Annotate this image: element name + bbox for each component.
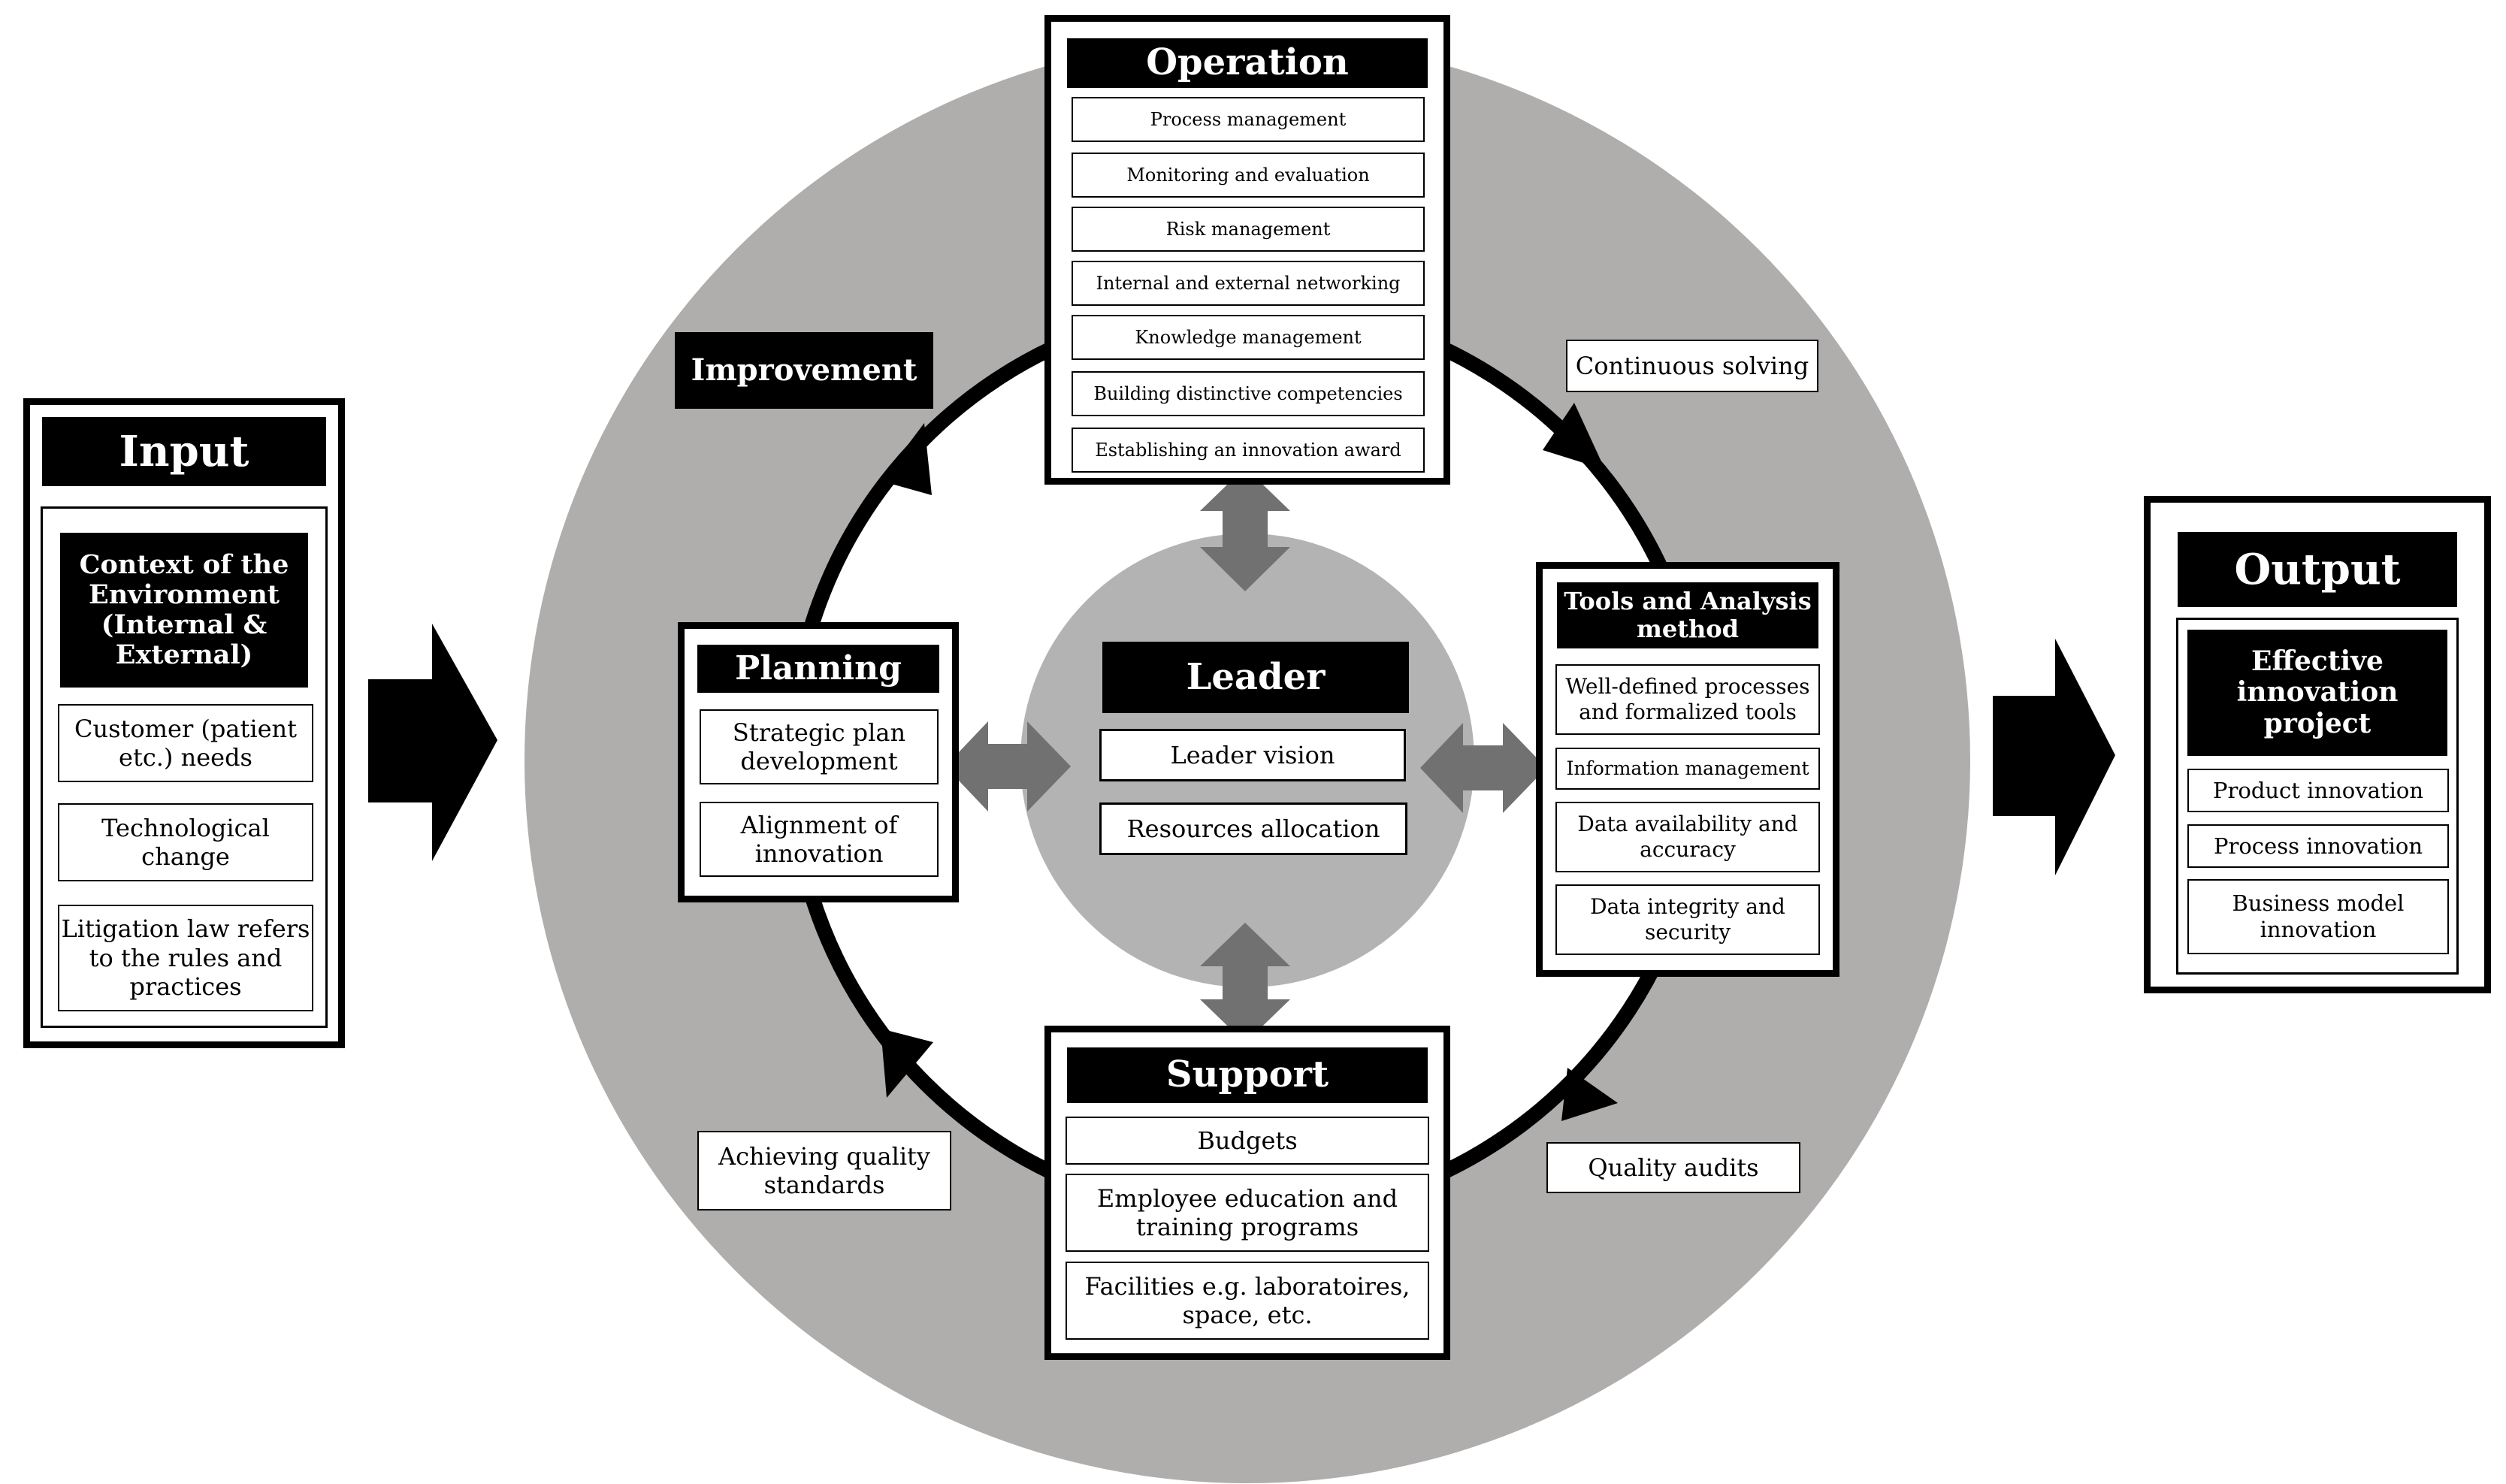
output-header: Effective innovation project (2187, 630, 2447, 756)
operation-item-innovation-award: Establishing an innovation award (1072, 428, 1425, 473)
double-arrow-left (945, 721, 1071, 812)
double-arrow-top (1200, 467, 1290, 591)
support-item-facilities: Facilities e.g. laboratoires, space, etc… (1066, 1262, 1429, 1340)
improvement-label: Improvement (675, 332, 933, 409)
support-panel: Support Budgets Employee education and t… (1044, 1026, 1450, 1360)
operation-item-networking: Internal and external networking (1072, 261, 1425, 306)
output-item-process-innovation: Process innovation (2187, 824, 2449, 868)
planning-panel: Planning Strategic plan development Alig… (678, 622, 959, 902)
planning-title: Planning (697, 645, 939, 693)
output-item-business-model: Business model innovation (2187, 879, 2449, 954)
cycle-arrowhead-bottom-right (1561, 1068, 1618, 1121)
leader-item-resources: Resources allocation (1099, 802, 1407, 855)
support-title: Support (1067, 1047, 1428, 1103)
output-flow-arrow (1993, 639, 2115, 875)
planning-item-alignment: Alignment of innovation (700, 802, 939, 877)
operation-item-monitoring: Monitoring and evaluation (1072, 153, 1425, 198)
leader-title: Leader (1102, 642, 1409, 713)
cycle-arrowhead-bottom-left (881, 1029, 933, 1098)
tools-panel: Tools and Analysis method Well-defined p… (1536, 562, 1839, 977)
output-panel: Output Effective innovation project Prod… (2144, 496, 2491, 993)
input-item-technological-change: Technological change (58, 803, 313, 881)
tools-item-well-defined-processes: Well-defined processes and formalized to… (1555, 664, 1820, 735)
planning-item-strategic-plan: Strategic plan development (700, 709, 939, 784)
operation-title: Operation (1067, 38, 1428, 88)
double-arrow-bottom (1200, 923, 1290, 1043)
output-inner-frame: Effective innovation project Product inn… (2176, 618, 2459, 975)
cycle-arrowhead-top-right (1543, 403, 1605, 470)
achieving-quality-label: Achieving quality standards (697, 1131, 951, 1210)
cycle-arrowhead-top-left (881, 423, 932, 495)
operation-item-risk-management: Risk management (1072, 207, 1425, 252)
tools-title: Tools and Analysis method (1557, 582, 1818, 648)
context-header: Context of the Environment (Internal & E… (60, 533, 308, 688)
continuous-solving-label: Continuous solving (1566, 340, 1818, 392)
input-item-customer-needs: Customer (patient etc.) needs (58, 704, 313, 782)
output-title: Output (2178, 532, 2457, 607)
quality-audits-label: Quality audits (1546, 1142, 1800, 1193)
support-item-budgets: Budgets (1066, 1117, 1429, 1165)
input-flow-arrow (368, 624, 497, 861)
input-inner-frame: Context of the Environment (Internal & E… (41, 506, 328, 1028)
input-title: Input (42, 417, 326, 486)
input-panel: Input Context of the Environment (Intern… (23, 398, 345, 1048)
leader-item-vision: Leader vision (1099, 729, 1406, 781)
operation-item-distinctive-competencies: Building distinctive competencies (1072, 371, 1425, 416)
input-item-litigation-law: Litigation law refers to the rules and p… (58, 905, 313, 1011)
support-item-employee-education: Employee education and training programs (1066, 1174, 1429, 1252)
tools-item-data-integrity: Data integrity and security (1555, 884, 1820, 955)
output-item-product-innovation: Product innovation (2187, 769, 2449, 812)
tools-item-data-availability: Data availability and accuracy (1555, 802, 1820, 872)
double-arrow-right (1420, 723, 1546, 813)
operation-item-knowledge-management: Knowledge management (1072, 315, 1425, 360)
operation-panel: Operation Process management Monitoring … (1044, 15, 1450, 485)
tools-item-information-management: Information management (1555, 748, 1820, 790)
operation-item-process-management: Process management (1072, 97, 1425, 142)
